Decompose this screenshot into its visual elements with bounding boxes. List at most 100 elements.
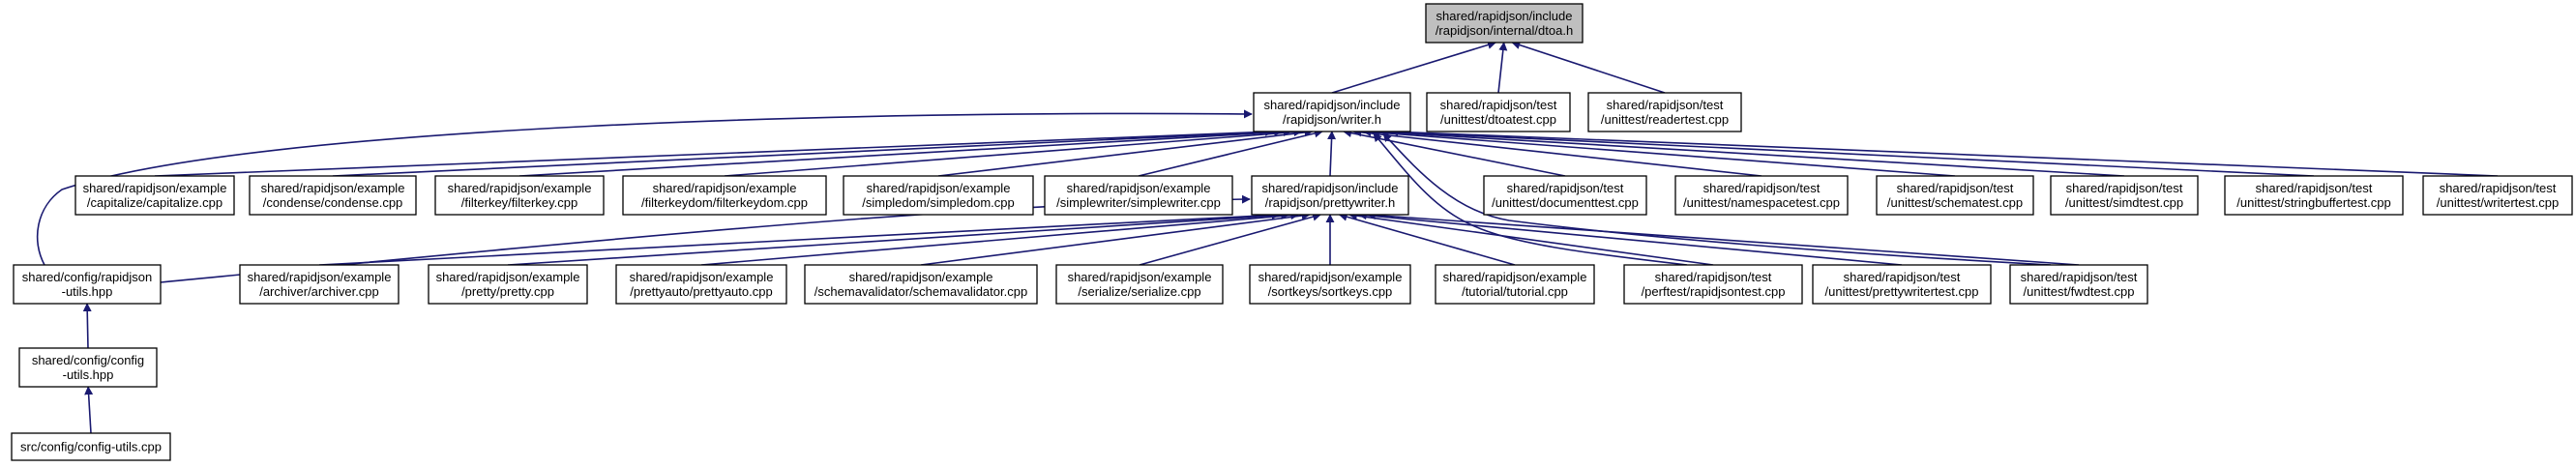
edge-config_utils_cpp-to-config_utils <box>84 386 94 434</box>
node-label: /unittest/dtoatest.cpp <box>1440 112 1556 127</box>
node-box <box>2050 175 2199 216</box>
node-label: /pretty/pretty.cpp <box>461 284 554 299</box>
node-label: /unittest/simdtest.cpp <box>2065 195 2183 210</box>
node-label: /sortkeys/sortkeys.cpp <box>1268 284 1393 299</box>
node-documenttest[interactable]: shared/rapidjson/test/unittest/documentt… <box>1483 175 1647 216</box>
edge-pretty-to-prettywriter <box>507 211 1290 266</box>
node-writer[interactable]: shared/rapidjson/include/rapidjson/write… <box>1253 92 1411 132</box>
edge-tutorial-to-prettywriter <box>1338 212 1516 266</box>
node-tutorial[interactable]: shared/rapidjson/example/tutorial/tutori… <box>1435 264 1595 305</box>
node-box <box>1249 264 1411 305</box>
node-label: shared/rapidjson/example <box>1258 270 1403 284</box>
node-label: shared/rapidjson/test <box>2021 270 2138 284</box>
node-box <box>804 264 1038 305</box>
node-label: shared/rapidjson/test <box>1607 98 1724 112</box>
node-label: shared/rapidjson/example <box>1068 270 1212 284</box>
node-label: /capitalize/capitalize.cpp <box>87 195 222 210</box>
node-label: shared/rapidjson/test <box>1440 98 1557 112</box>
edge-readertest-to-dtoa <box>1511 41 1666 94</box>
node-rj_utils[interactable]: shared/config/rapidjson-utils.hpp <box>13 264 162 305</box>
node-condense[interactable]: shared/rapidjson/example/condense/conden… <box>249 175 417 216</box>
node-sortkeys[interactable]: shared/rapidjson/example/sortkeys/sortke… <box>1249 264 1411 305</box>
edge-writertest-to-writer <box>1389 127 2499 177</box>
node-label: /archiver/archiver.cpp <box>259 284 379 299</box>
edge-simdtest-to-writer <box>1371 127 2125 177</box>
node-label: /rapidjson/prettywriter.h <box>1265 195 1395 210</box>
node-label: shared/config/config <box>32 353 144 367</box>
node-prettywritertest[interactable]: shared/rapidjson/test/unittest/prettywri… <box>1812 264 1992 305</box>
edge-rapidjsontest-to-prettywriter <box>1347 211 1714 266</box>
node-box <box>239 264 400 305</box>
node-archiver[interactable]: shared/rapidjson/example/archiver/archiv… <box>239 264 400 305</box>
node-simdtest[interactable]: shared/rapidjson/test/unittest/simdtest.… <box>2050 175 2199 216</box>
node-prettyauto[interactable]: shared/rapidjson/example/prettyauto/pret… <box>615 264 787 305</box>
node-label: shared/rapidjson/test <box>2256 181 2373 195</box>
node-stringbuffertest[interactable]: shared/rapidjson/test/unittest/stringbuf… <box>2224 175 2404 216</box>
node-box <box>1251 175 1409 216</box>
node-box <box>434 175 605 216</box>
edge-prettywritertest-to-prettywriter <box>1357 211 1903 266</box>
node-label: shared/rapidjson/include <box>1262 181 1399 195</box>
node-readertest[interactable]: shared/rapidjson/test/unittest/readertes… <box>1587 92 1742 132</box>
node-box <box>249 175 417 216</box>
node-schematest[interactable]: shared/rapidjson/test/unittest/schemates… <box>1876 175 2034 216</box>
node-box <box>1426 92 1571 132</box>
node-label: shared/rapidjson/example <box>630 270 774 284</box>
edge-config_utils-to-rj_utils <box>82 303 92 349</box>
edge-rapidjsontest-to-writer <box>1373 132 1688 266</box>
node-box <box>843 175 1034 216</box>
node-label: shared/rapidjson/test <box>1897 181 2014 195</box>
edge-prettywriter-to-writer <box>1327 131 1337 177</box>
node-namespacetest[interactable]: shared/rapidjson/test/unittest/namespace… <box>1674 175 1849 216</box>
node-label: /rapidjson/internal/dtoa.h <box>1436 23 1573 38</box>
edge-prettyauto-to-prettywriter <box>700 211 1300 266</box>
node-schemavalidator[interactable]: shared/rapidjson/example/schemavalidator… <box>804 264 1038 305</box>
node-config_utils_cpp[interactable]: src/config/config-utils.cpp <box>11 432 171 461</box>
node-label: /simpledom/simpledom.cpp <box>862 195 1015 210</box>
edge-condense-to-writer <box>332 127 1284 177</box>
node-box <box>74 175 235 216</box>
node-pretty[interactable]: shared/rapidjson/example/pretty/pretty.c… <box>428 264 588 305</box>
node-label: /rapidjson/writer.h <box>1283 112 1381 127</box>
node-label: /filterkeydom/filterkeydom.cpp <box>641 195 808 210</box>
node-filterkeydom[interactable]: shared/rapidjson/example/filterkeydom/fi… <box>622 175 827 216</box>
edge-namespacetest-to-writer <box>1352 128 1762 177</box>
node-label: /unittest/writertest.cpp <box>2437 195 2559 210</box>
node-rapidjsontest[interactable]: shared/rapidjson/test/perftest/rapidjson… <box>1623 264 1803 305</box>
node-dtoa[interactable]: shared/rapidjson/include/rapidjson/inter… <box>1425 3 1584 44</box>
node-box <box>622 175 827 216</box>
node-label: /unittest/stringbuffertest.cpp <box>2236 195 2390 210</box>
node-fwdtest[interactable]: shared/rapidjson/test/unittest/fwdtest.c… <box>2009 264 2148 305</box>
node-box <box>1435 264 1595 305</box>
node-label: /perftest/rapidjsontest.cpp <box>1642 284 1786 299</box>
node-dtoatest[interactable]: shared/rapidjson/test/unittest/dtoatest.… <box>1426 92 1571 132</box>
node-box <box>1044 175 1233 216</box>
edge-writer-to-dtoa <box>1331 41 1496 94</box>
node-capitalize[interactable]: shared/rapidjson/example/capitalize/capi… <box>74 175 235 216</box>
node-label: /condense/condense.cpp <box>263 195 403 210</box>
edge-serialize-to-prettywriter <box>1139 212 1322 266</box>
node-serialize[interactable]: shared/rapidjson/example/serialize/seria… <box>1055 264 1224 305</box>
edge-stringbuffertest-to-writer <box>1379 127 2315 177</box>
node-box <box>2422 175 2573 216</box>
edge-schemavalidator-to-prettywriter <box>920 211 1311 266</box>
node-box <box>2009 264 2148 305</box>
node-label: /unittest/fwdtest.cpp <box>2024 284 2135 299</box>
node-label: -utils.hpp <box>63 367 114 382</box>
edge-filterkeydom-to-writer <box>724 128 1303 177</box>
node-label: shared/rapidjson/include <box>1436 9 1573 23</box>
node-simpledom[interactable]: shared/rapidjson/example/simpledom/simpl… <box>843 175 1034 216</box>
node-label: shared/rapidjson/example <box>436 270 580 284</box>
node-box <box>1055 264 1224 305</box>
node-filterkey[interactable]: shared/rapidjson/example/filterkey/filte… <box>434 175 605 216</box>
node-simplewriter[interactable]: shared/rapidjson/example/simplewriter/si… <box>1044 175 1233 216</box>
node-label: src/config/config-utils.cpp <box>20 440 162 454</box>
node-label: /unittest/prettywritertest.cpp <box>1825 284 1979 299</box>
node-label: /unittest/documenttest.cpp <box>1492 195 1639 210</box>
node-writertest[interactable]: shared/rapidjson/test/unittest/writertes… <box>2422 175 2573 216</box>
node-config_utils[interactable]: shared/config/config-utils.hpp <box>18 347 158 388</box>
node-label: shared/rapidjson/example <box>1067 181 1211 195</box>
node-box <box>18 347 158 388</box>
node-prettywriter[interactable]: shared/rapidjson/include/rapidjson/prett… <box>1251 175 1409 216</box>
